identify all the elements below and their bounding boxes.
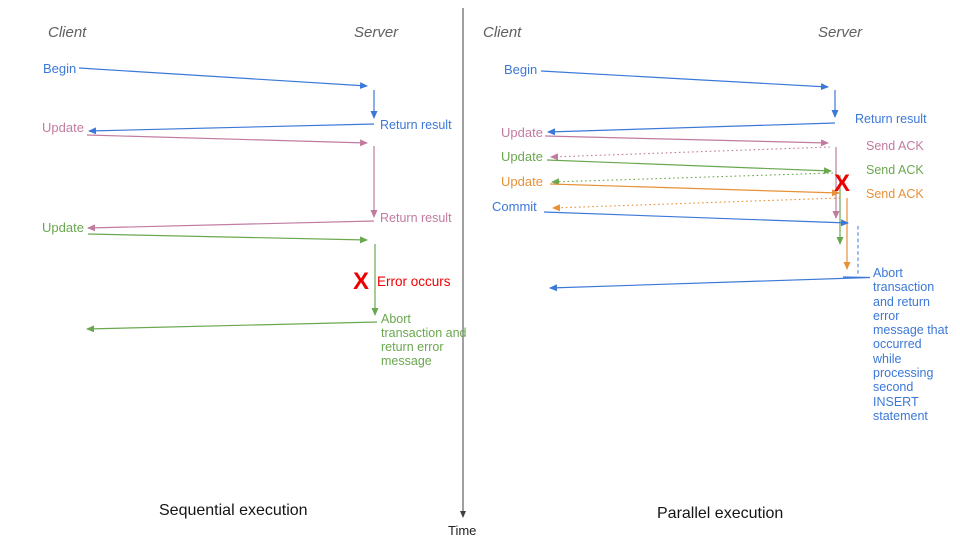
- left-error-occurs-label: Error occurs: [377, 274, 451, 289]
- right-caption-parallel-execution: Parallel execution: [657, 505, 784, 522]
- left-client-header: Client: [48, 24, 87, 41]
- right-send-ack1-label: Send ACK: [866, 139, 924, 153]
- right-update1-label: Update: [501, 125, 543, 140]
- right-commit-send-arrow: [543, 211, 849, 227]
- right-begin-return-arrow: [547, 122, 836, 136]
- right-abort-return-arrow: [549, 276, 871, 292]
- right-begin-send-arrow: [540, 70, 829, 91]
- left-error-x-icon: X: [353, 268, 370, 295]
- right-begin-label: Begin: [504, 62, 538, 77]
- left-update2-send-arrow: [87, 233, 368, 244]
- left-caption-sequential-execution: Sequential execution: [159, 502, 308, 519]
- right-update3-ack-return-dotted-arrow: [552, 197, 841, 212]
- right-update2-label: Update: [501, 149, 543, 164]
- left-update1-send-arrow: [86, 134, 368, 147]
- left-begin-label: Begin: [43, 61, 77, 76]
- time-axis-label: Time: [448, 523, 477, 538]
- left-abort-message-label: Abort transaction and return error messa…: [381, 312, 467, 368]
- left-update2-label: Update: [42, 220, 84, 235]
- right-update3-send-arrow: [549, 183, 840, 197]
- right-update2-ack-return-dotted-arrow: [551, 172, 834, 186]
- left-begin-return-arrow: [88, 123, 375, 135]
- right-send-ack3-label: Send ACK: [866, 187, 924, 201]
- left-begin-send-arrow: [78, 67, 368, 90]
- left-abort-return-arrow: [86, 321, 378, 333]
- right-server-header: Server: [818, 24, 863, 41]
- right-commit-label: Commit: [492, 199, 537, 214]
- right-error-x-icon: X: [834, 170, 851, 197]
- right-update1-ack-return-dotted-arrow: [550, 146, 831, 161]
- right-update2-send-arrow: [546, 159, 832, 175]
- left-update1-label: Update: [42, 120, 84, 135]
- right-send-ack2-label: Send ACK: [866, 163, 924, 177]
- right-abort-message-label: Abort transaction and return error messa…: [873, 266, 949, 423]
- right-update1-send-arrow: [544, 135, 829, 147]
- left-server-header: Server: [354, 24, 399, 41]
- right-client-header: Client: [483, 24, 522, 41]
- right-update3-label: Update: [501, 174, 543, 189]
- left-return-result2-label: Return result: [380, 211, 452, 225]
- left-return-result1-label: Return result: [380, 118, 452, 132]
- right-return-result-label: Return result: [855, 112, 927, 126]
- left-update1-return-arrow: [87, 220, 375, 232]
